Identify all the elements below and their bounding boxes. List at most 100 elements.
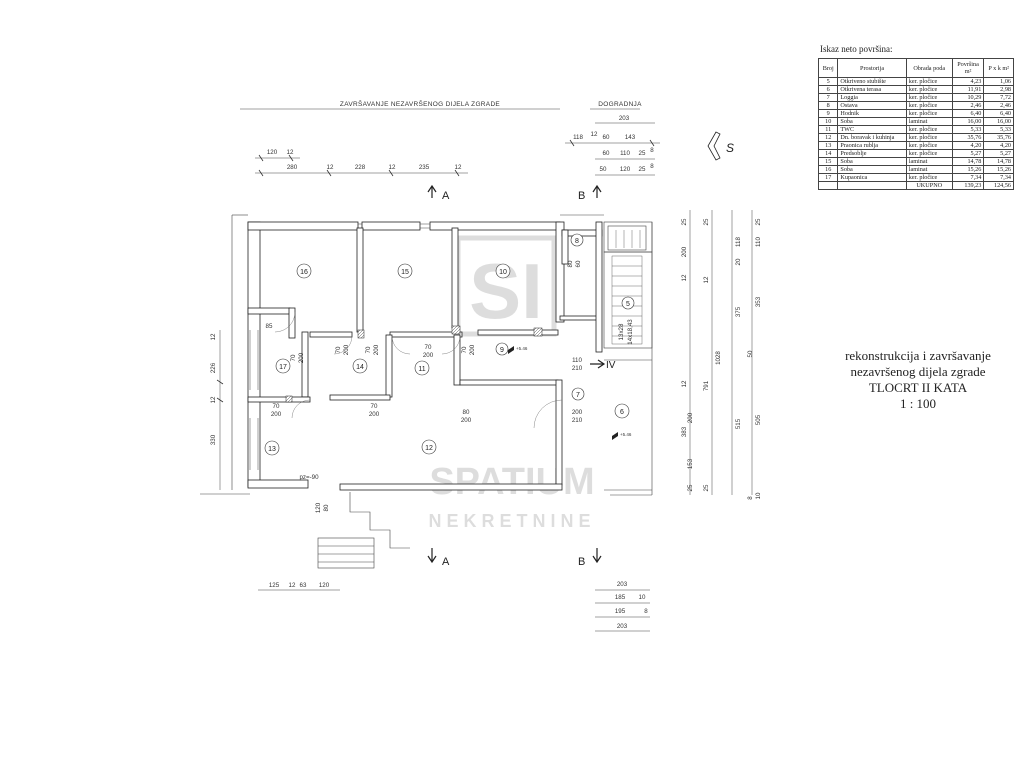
col-header: Prostorija [837,58,907,78]
dim-label: 25 [755,218,762,225]
svg-text:11: 11 [418,366,425,373]
dim-label: 60 [603,150,610,157]
stair-label: 14x18,43 [627,319,634,345]
dim-label: 10 [755,492,762,499]
dim-label: 375 [735,306,742,317]
room-markers: 16 15 10 8 5 9 17 14 11 7 6 13 12 [264,233,635,456]
floor-plan-drawing: SI SPATIUM NEKRETNINE [200,99,762,632]
door-label: 110 [572,357,582,364]
svg-text:10: 10 [499,269,507,276]
door-label: 210 [572,365,583,372]
dim-label: 25 [681,218,688,225]
dim-label: 125 [269,582,280,589]
room-marker-12: 12 [421,439,437,455]
dim-label: 12 [289,582,296,589]
door-label: 70 [425,344,432,351]
dim-label: 185 [615,594,626,601]
dim-label: 12 [591,131,598,138]
dim-label: 203 [619,115,630,122]
room-marker-10: 10 [495,263,511,279]
dim-label: 228 [355,164,366,171]
section-label-b-top: B [578,190,585,202]
door-label: 80 [463,409,470,416]
section-label-a-top: A [442,190,450,202]
door-label: 200 [298,352,305,363]
bottom-dimensions: 125 12 63 120 203 185 10 195 8 203 [269,581,648,630]
dim-label: 120 [267,149,278,156]
dim-label: 118 [573,134,583,141]
svg-text:7: 7 [576,392,580,399]
section-label-iv: IV [606,360,616,371]
dim-label: 330 [210,434,217,445]
dim-label: 120 [620,166,631,173]
svg-text:15: 15 [401,269,409,276]
dim-label: 12 [681,380,688,387]
dim-label: 63 [300,582,307,589]
door-label: 60 [575,260,582,267]
dim-label: 12 [327,164,334,171]
dim-label: 203 [617,623,628,630]
svg-text:6: 6 [620,409,624,416]
door-label: 70 [371,403,378,410]
dim-label: 200 [681,246,688,257]
door-label: 85 [266,323,273,330]
title-line-1: rekonstrukcija i završavanje [845,348,991,363]
level-label: pz=-90 [299,474,319,481]
section-label-a-bottom: A [442,556,450,568]
door-label: 80 [567,260,574,267]
title-line-4: 1 : 100 [899,396,937,411]
room-marker-14: 14 [352,358,368,374]
watermark-logo: SI [469,247,543,335]
dim-label: 60 [603,134,610,141]
col-header: P x k m² [983,58,1014,78]
dim-label: 25 [703,484,710,491]
total-label: UKUPNO [905,181,953,190]
dim-label: 505 [755,414,762,425]
dim-label: 1028 [715,351,722,365]
title-line-3: TLOCRT II KATA [868,380,968,395]
watermark-sub: NEKRETNINE [428,511,595,531]
door-label: 200 [572,409,583,416]
header-right: DOGRADNJA [598,101,642,108]
room-marker-9: 9 [495,342,509,356]
section-labels: A B A B IV [442,190,616,568]
total-area: 139,23 [951,181,985,190]
door-label: 210 [572,417,583,424]
door-swings [274,311,563,429]
dim-label: 118 [735,237,742,247]
door-label: 200 [469,344,476,355]
dim-label: 383 [681,426,688,437]
room-marker-5: 5 [621,296,635,310]
north-glyph: S [726,141,734,155]
door-label: 200 [271,411,282,418]
level-label: +5.46 [516,346,528,351]
level-label: +5.46 [620,432,632,437]
right-dimensions: 25 200 12 791 12 383 200 153 25 25 118 3… [681,218,762,500]
north-arrow-icon: S [707,131,734,161]
door-label: 200 [369,411,380,418]
exterior-structures [200,214,653,569]
dim-label: 8 [747,496,754,500]
door-label: 70 [273,403,280,410]
dim-label: 50 [747,350,754,357]
area-table-panel: Iskaz neto površina: Broj Prostorija Obr… [817,44,1014,190]
room-marker-11: 11 [414,360,430,376]
table-total-row: UKUPNO 139,23 124,56 [817,181,1014,190]
door-labels: 85 70 200 70 200 70 200 70 200 70 200 70… [266,260,634,513]
col-header: Obrada poda [905,58,953,78]
title-line-2: nezavršenog dijela zgrade [850,364,986,379]
dim-label: 153 [687,458,694,469]
svg-text:5: 5 [626,301,630,308]
svg-text:13: 13 [268,446,276,453]
dim-label: 20 [735,258,742,265]
dim-label: 280 [287,164,298,171]
dim-label: 110 [620,150,630,157]
dim-label: 791 [703,380,710,391]
